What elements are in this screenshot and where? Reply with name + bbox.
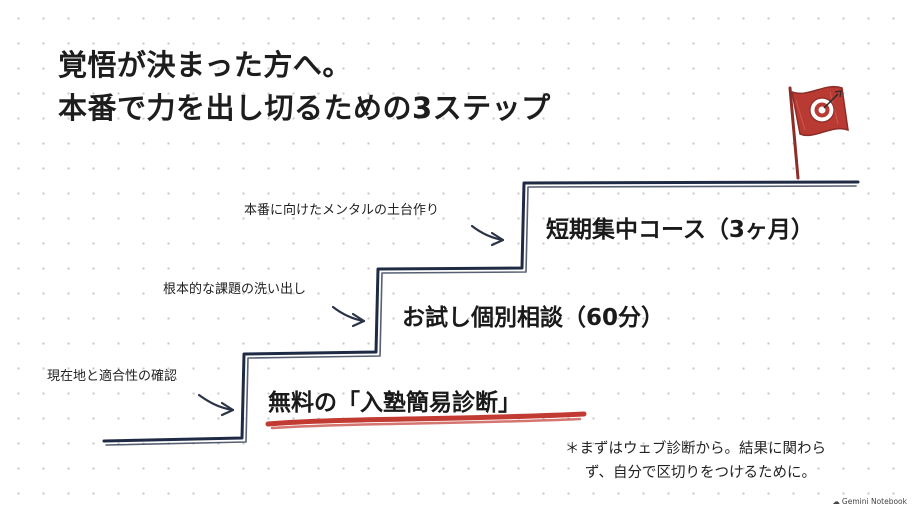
- step-1-title: 無料の「入塾簡易診断」: [268, 390, 521, 416]
- title-line-1: 覚悟が決まった方へ。: [58, 48, 352, 82]
- staircase-line: [102, 180, 860, 446]
- watermark-text: Gemini Notebook: [841, 497, 907, 506]
- title-line-2: 本番で力を出し切るための3ステップ: [58, 91, 551, 125]
- step-1-caption: 現在地と適合性の確認: [47, 369, 178, 384]
- footnote-line-1: ＊まずはウェブ診断から。結果に関わら: [565, 441, 826, 457]
- arrow-icon: [197, 393, 235, 417]
- page-title: 覚悟が決まった方へ。 本番で力を出し切るための3ステップ: [58, 44, 551, 130]
- step-2-title: お試し個別相談（60分）: [402, 305, 665, 331]
- step-3-caption: 本番に向けたメンタルの土台作り: [244, 203, 440, 218]
- footnote: ＊まずはウェブ診断から。結果に関わら ず、自分で区切りをつけるために。: [565, 437, 900, 485]
- cloud-icon: ☁: [832, 497, 840, 506]
- target-flag-icon: [788, 85, 849, 180]
- footnote-line-2: ず、自分で区切りをつけるために。: [585, 465, 816, 481]
- step-3-title: 短期集中コース（3ヶ月）: [546, 217, 814, 243]
- arrow-icon: [331, 305, 366, 328]
- step-2-caption: 根本的な課題の洗い出し: [163, 282, 307, 297]
- arrow-icon: [470, 224, 505, 247]
- watermark: ☁Gemini Notebook: [832, 497, 907, 506]
- step-1-underline: [265, 411, 587, 430]
